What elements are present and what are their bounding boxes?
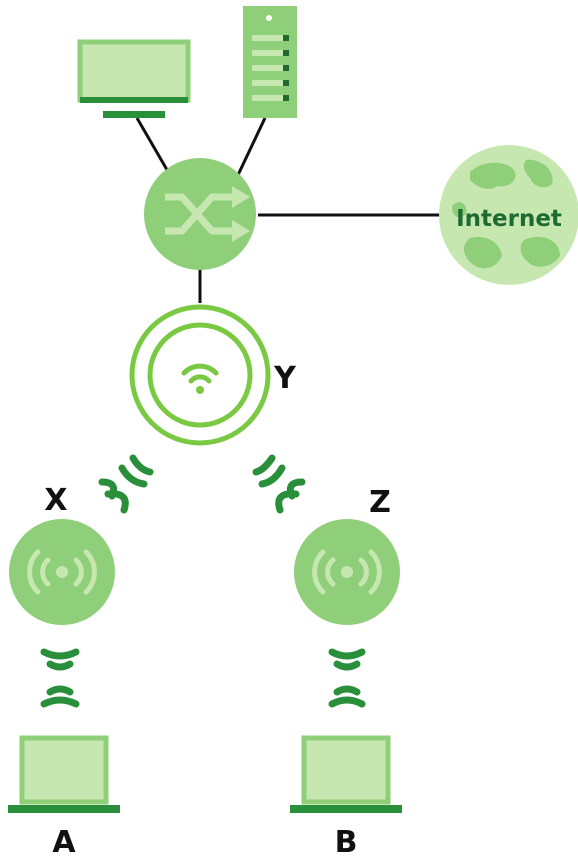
wifi-signal-icon xyxy=(181,363,219,394)
link-monitor-switch xyxy=(135,117,172,176)
root-ap-label: Y xyxy=(273,361,297,396)
laptop-icon xyxy=(290,735,402,813)
link-server-switch xyxy=(236,117,267,176)
client-b-label: B xyxy=(335,825,358,859)
globe-icon: Internet xyxy=(439,145,578,285)
wireless-link-y-x xyxy=(98,454,154,514)
connection-lines xyxy=(135,117,442,303)
laptop-icon xyxy=(8,735,120,813)
monitor-icon xyxy=(77,39,191,118)
switch-icon xyxy=(144,158,256,270)
wireless-repeater-icon xyxy=(294,519,400,625)
root-access-point xyxy=(129,304,271,446)
repeater-z-label: Z xyxy=(369,485,391,520)
server-icon xyxy=(243,6,297,118)
wireless-link-z-b xyxy=(328,648,366,708)
wireless-link-y-z xyxy=(252,454,306,514)
wireless-link-x-a xyxy=(40,648,80,708)
wireless-repeater-icon xyxy=(9,519,115,625)
internet-label: Internet xyxy=(456,206,562,232)
client-a-label: A xyxy=(52,825,76,859)
repeater-x-label: X xyxy=(44,483,67,518)
